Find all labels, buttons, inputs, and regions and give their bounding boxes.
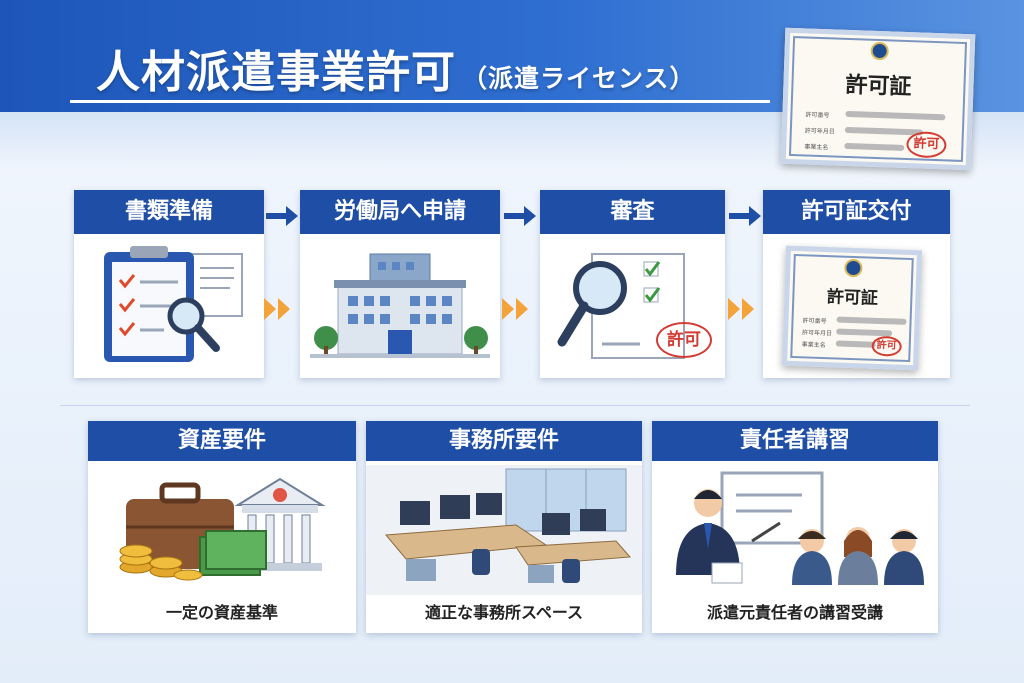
page-title-sub: （派遣ライセンス） (462, 64, 696, 93)
certificate-title: 許可証 (845, 72, 912, 101)
step-header: 許可証交付 (763, 190, 950, 234)
title-underline (70, 100, 770, 103)
step-card-documents: 書類準備 (74, 190, 264, 378)
arrow-right-icon (264, 298, 290, 320)
step-header: 労働局へ申請 (300, 190, 500, 234)
arrow-right-icon (729, 206, 761, 226)
lecture-icon (676, 471, 924, 585)
requirement-header: 資産要件 (88, 421, 356, 461)
arrow-right-icon (502, 298, 528, 320)
requirement-card-assets: 資産要件 一定の資産基準 (88, 421, 356, 633)
certificate-row (835, 340, 876, 348)
certificate-row (845, 110, 946, 121)
arrow-right-icon (728, 298, 754, 320)
government-building-icon (310, 253, 490, 358)
requirement-caption: 適正な事務所スペース (424, 603, 584, 622)
certificate-row-label: 許可番号 (805, 111, 830, 120)
approval-stamp: 許可 (871, 335, 903, 357)
clipboard-checklist-icon (104, 246, 243, 362)
page-title: 人材派遣事業許可（派遣ライセンス） (96, 36, 696, 98)
requirement-header: 事務所要件 (366, 421, 642, 461)
office-desks-icon (366, 465, 642, 595)
certificate-icon: 許可証 許可番号 許可年月日 事業主名 許可 (781, 245, 923, 371)
page-title-main: 人材派遣事業許可 (96, 47, 456, 98)
requirement-card-training: 責任者講習 派遣元責任者の講習受講 (652, 421, 938, 633)
bank-money-icon (119, 477, 326, 581)
certificate-row (844, 142, 905, 151)
approval-stamp: 許可 (656, 322, 712, 358)
arrow-right-icon (266, 206, 298, 226)
step-card-review: 審査 許可 (540, 190, 725, 378)
step-header: 審査 (540, 190, 725, 234)
magnifier-checklist-icon (557, 253, 685, 359)
requirement-header: 責任者講習 (652, 421, 938, 461)
certificate-row-label: 許可年月日 (804, 127, 835, 136)
step-card-application: 労働局へ申請 (300, 190, 500, 378)
certificate-row-label: 許可年月日 (801, 329, 833, 338)
certificate-row (836, 316, 907, 325)
step-header: 書類準備 (74, 190, 264, 234)
seal-icon (870, 41, 889, 61)
certificate-title: 許可証 (826, 287, 879, 309)
requirement-caption: 一定の資産基準 (165, 603, 278, 622)
approval-stamp: 許可 (905, 131, 947, 159)
certificate-row-label: 許可番号 (802, 317, 827, 326)
certificate-row-label: 事業主名 (804, 143, 829, 152)
requirement-caption: 派遣元責任者の講習受講 (706, 603, 883, 622)
certificate-row (836, 328, 893, 337)
section-divider (60, 405, 970, 406)
certificate-illustration: 許可証 許可番号 許可年月日 事業主名 許可 (780, 27, 976, 171)
arrow-right-icon (504, 206, 536, 226)
certificate-row-label: 事業主名 (801, 341, 826, 350)
seal-icon (844, 258, 863, 278)
requirement-card-office: 事務所要件 適正な事務所スペース (366, 421, 642, 633)
